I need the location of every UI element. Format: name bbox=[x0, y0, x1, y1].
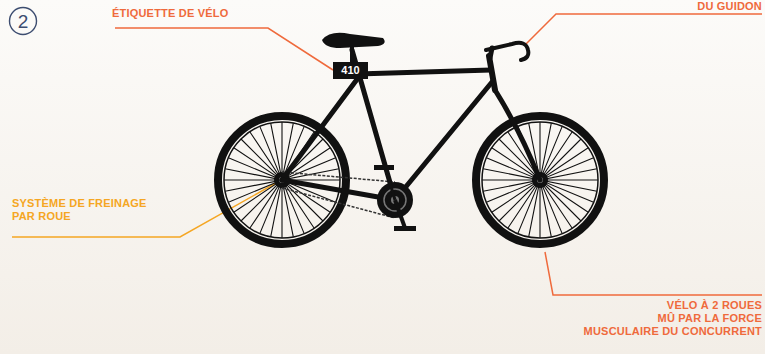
tag-number: 410 bbox=[341, 65, 359, 76]
part-label: ÉTIQUETTE DE VÉLO bbox=[112, 7, 332, 20]
part-label: DU GUIDON bbox=[562, 0, 762, 13]
circle-outline bbox=[10, 8, 37, 35]
step-number-text: 2 bbox=[18, 12, 29, 31]
crank-arm bbox=[395, 200, 405, 228]
saddle bbox=[322, 33, 385, 48]
crank-arm bbox=[386, 170, 395, 200]
leader-line bbox=[526, 14, 762, 44]
handlebar bbox=[486, 43, 528, 60]
leader-line bbox=[545, 252, 762, 295]
bike-frame bbox=[282, 48, 540, 200]
part-label: SYSTÈME DE FREINAGE PAR ROUE bbox=[12, 197, 187, 223]
bike-tag: 410 bbox=[333, 62, 368, 79]
part-label: VÉLO À 2 ROUES MÛ PAR LA FORCE MUSCULAIR… bbox=[502, 299, 762, 338]
down-tube bbox=[395, 82, 492, 200]
step-number: 2 bbox=[8, 6, 38, 36]
head-tube bbox=[489, 56, 495, 90]
pedal bbox=[374, 165, 394, 170]
top-tube bbox=[357, 70, 491, 74]
pedal bbox=[394, 226, 416, 231]
leader-line bbox=[115, 28, 333, 70]
seat-stay bbox=[282, 78, 358, 180]
fork bbox=[495, 90, 540, 180]
